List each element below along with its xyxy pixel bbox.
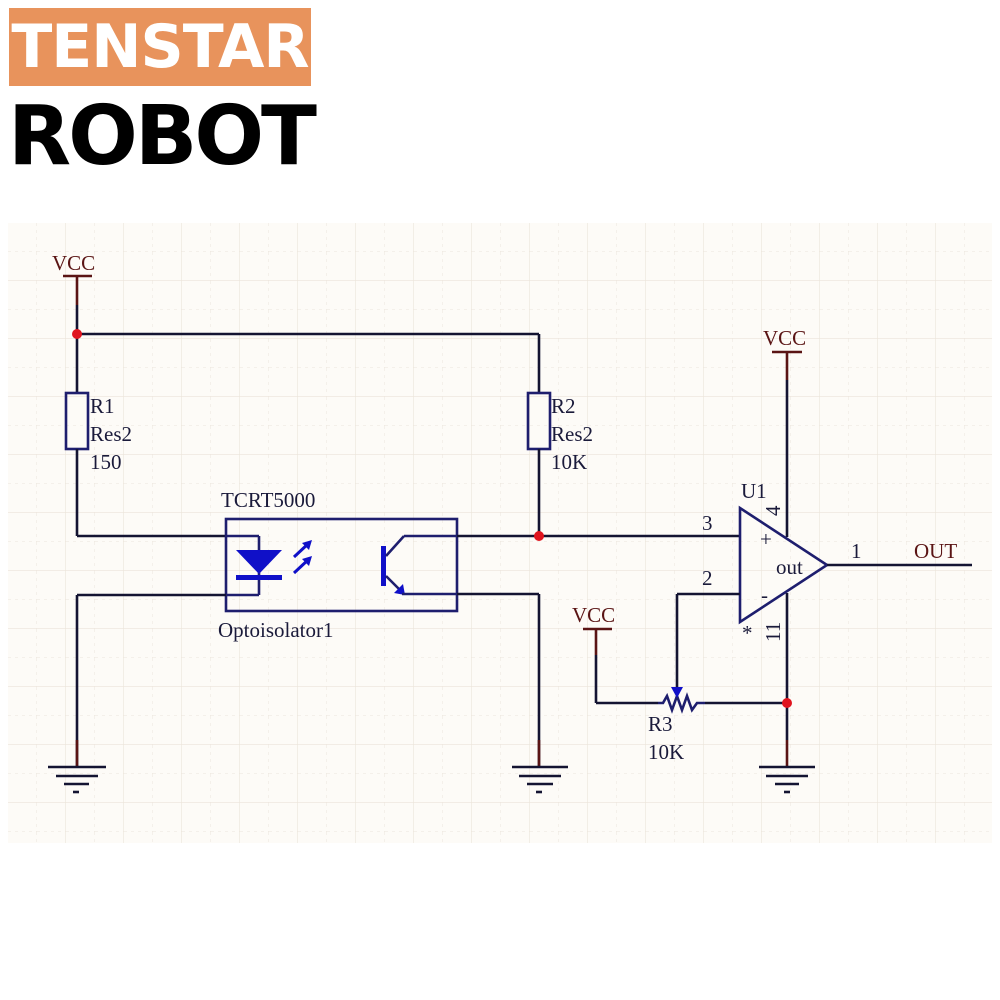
opamp-plus-sign: + [760, 527, 772, 551]
r2-value: 10K [551, 450, 587, 474]
junction-dot-vcc [72, 329, 82, 339]
opamp-out-label: out [776, 555, 803, 579]
ground-icon [48, 740, 106, 794]
wire-led-cathode-to-ground [75, 593, 226, 766]
r3-ref: R3 [648, 712, 673, 736]
wire-minus-input [675, 592, 740, 688]
r1-value: 150 [90, 450, 122, 474]
resistor-r1 [64, 391, 226, 538]
opamp-marker: * [742, 621, 753, 645]
ground-icon [512, 740, 568, 794]
resistor-r2 [526, 391, 552, 536]
vcc-label-opamp: VCC [763, 326, 806, 350]
r1-ref: R1 [90, 394, 115, 418]
vcc-symbol-opamp: VCC [763, 326, 806, 537]
opamp-pin-minus: 2 [702, 566, 713, 590]
vcc-symbol-left: VCC [52, 251, 95, 305]
r1-type: Res2 [90, 422, 132, 446]
ground-icon [759, 740, 815, 794]
led-icon [226, 534, 282, 597]
r2-ref: R2 [551, 394, 576, 418]
vcc-label-left: VCC [52, 251, 95, 275]
junction-dot-ground [782, 698, 792, 708]
junction-dot-collector [534, 531, 544, 541]
opamp-pin-vcc: 4 [761, 505, 785, 516]
opamp-minus-sign: - [761, 583, 768, 607]
vcc-symbol-pot: VCC [572, 603, 658, 705]
optoisolator-tcrt5000 [224, 517, 459, 613]
opamp-pin-gnd: 11 [761, 622, 785, 642]
opamp-ref: U1 [741, 479, 767, 503]
brand-logo-robot: ROBOT [8, 89, 317, 184]
vcc-label-pot: VCC [572, 603, 615, 627]
brand-logo-tenstar: TENSTAR [9, 8, 311, 86]
top-rail-wire [75, 305, 541, 393]
phototransistor-icon [381, 534, 457, 596]
optoisolator-part-label: TCRT5000 [221, 488, 315, 512]
opamp-u1 [738, 505, 830, 625]
r2-type: Res2 [551, 422, 593, 446]
light-emission-icon [292, 540, 312, 575]
opamp-pin-out: 1 [851, 539, 862, 563]
opamp-pin-plus: 3 [702, 511, 713, 535]
r3-value: 10K [648, 740, 684, 764]
schematic-grid [8, 223, 992, 843]
optoisolator-ref-label: Optoisolator1 [218, 618, 334, 642]
potentiometer-r3 [658, 687, 787, 714]
output-net-label: OUT [914, 539, 957, 563]
wire-emitter-to-ground [457, 592, 541, 766]
